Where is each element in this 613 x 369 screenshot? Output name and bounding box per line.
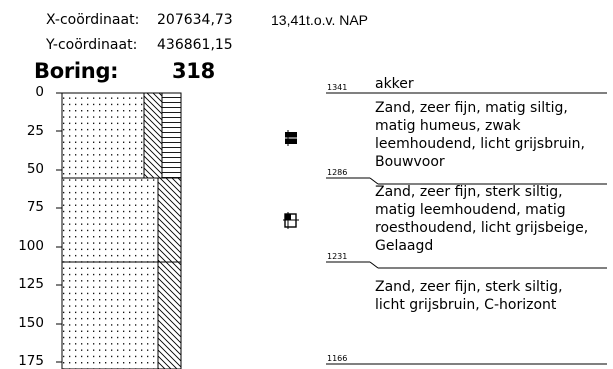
layer-description-line: Bouwvoor — [375, 153, 585, 171]
layer-description-line: Zand, zeer fijn, sterk siltig, — [375, 278, 563, 296]
layer-description-line: Zand, zeer fijn, sterk siltig, — [375, 183, 588, 201]
layer-description-1: akker — [375, 75, 414, 93]
layer-top-nap-3: 1231 — [327, 253, 347, 261]
layer-description-line: matig humeus, zwak — [375, 117, 585, 135]
layer-top-nap-2: 1286 — [327, 169, 347, 177]
layer-description-line: roesthoudend, licht grijsbeige, — [375, 219, 588, 237]
layer-description-line: akker — [375, 75, 414, 93]
layer-description-line: Gelaagd — [375, 237, 588, 255]
layer-description-line: licht grijsbruin, C-horizont — [375, 296, 563, 314]
layer-description-line: matig leemhoudend, matig — [375, 201, 588, 219]
layer-description-line: Zand, zeer fijn, matig siltig, — [375, 99, 585, 117]
layer-description-4: Zand, zeer fijn, sterk siltig, licht gri… — [375, 278, 563, 314]
sample-marker-partial-icon — [283, 212, 299, 229]
layer-top-nap-1: 1341 — [327, 84, 347, 92]
log-layer-1 — [62, 93, 181, 178]
log-layer-3 — [62, 262, 181, 369]
layer-description-line: leemhoudend, licht grijsbruin, — [375, 135, 585, 153]
sample-marker-full-icon — [283, 130, 299, 146]
layer-description-2: Zand, zeer fijn, matig siltig, matig hum… — [375, 99, 585, 171]
depth-axis — [56, 93, 62, 369]
layer-top-nap-4: 1166 — [327, 355, 347, 363]
layer-description-3: Zand, zeer fijn, sterk siltig, matig lee… — [375, 183, 588, 255]
log-layer-2 — [62, 178, 181, 262]
